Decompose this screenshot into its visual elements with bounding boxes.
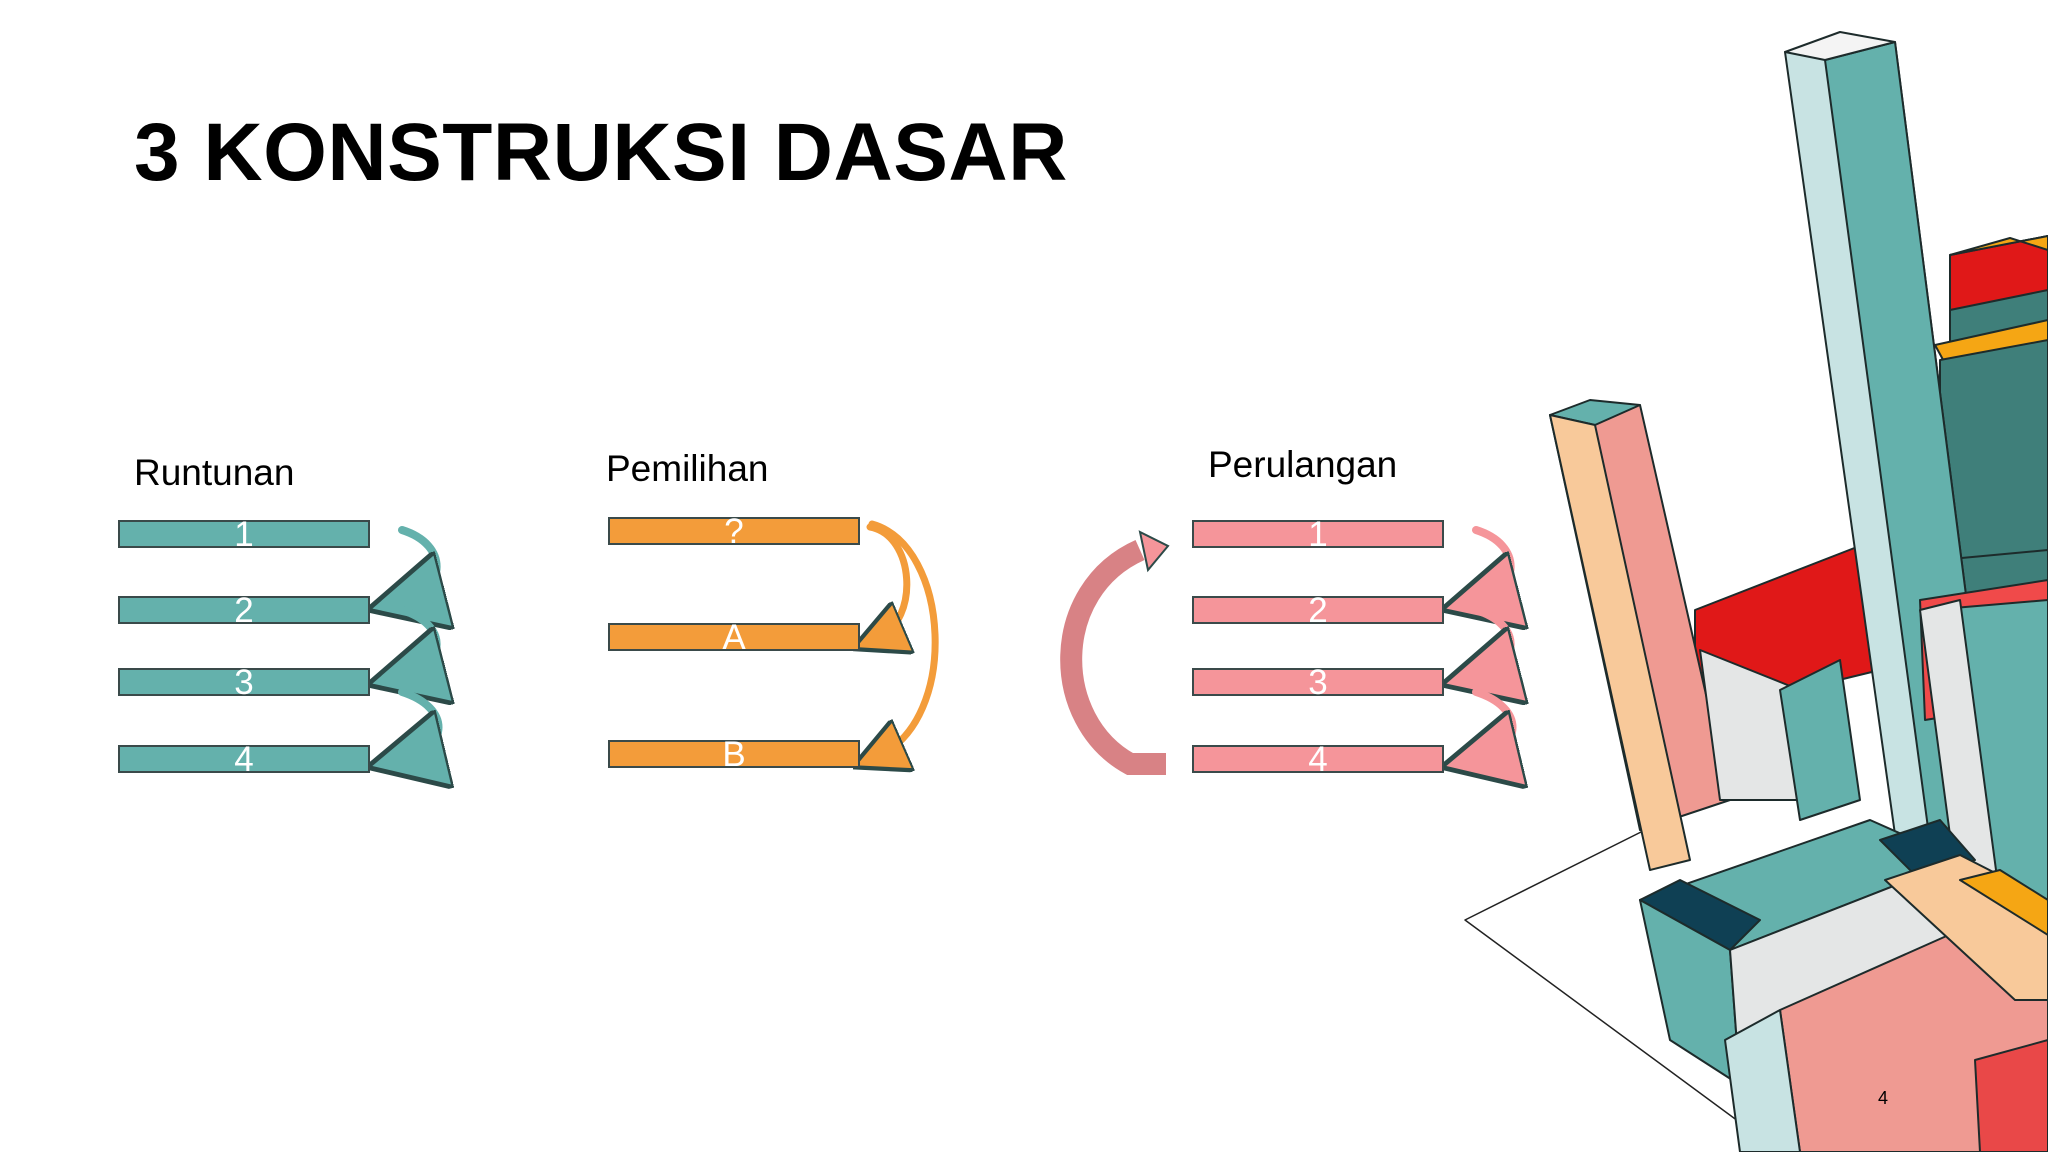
perulangan-step-3: 3 xyxy=(1192,665,1444,700)
pemilihan-heading: Pemilihan xyxy=(606,448,769,489)
perulangan-step-arrow-2 xyxy=(1476,606,1511,675)
slide-title: 3 KONSTRUKSI DASAR xyxy=(134,107,1068,198)
pemilihan-branch-arrow-b xyxy=(872,520,939,756)
perulangan-step-arrow-3 xyxy=(1476,688,1513,758)
pemilihan-option-b: B xyxy=(608,737,860,772)
runtunan-step-arrow-2 xyxy=(402,606,437,675)
runtunan-step-1: 1 xyxy=(118,517,370,552)
perulangan-step-1: 1 xyxy=(1192,517,1444,552)
perulangan-step-arrow-1 xyxy=(1476,526,1511,600)
runtunan-step-arrow-3 xyxy=(402,688,439,758)
perulangan-step-2: 2 xyxy=(1192,593,1444,628)
perulangan-loop-arrow xyxy=(1060,539,1166,775)
runtunan-step-4: 4 xyxy=(118,742,370,777)
page-number: 4 xyxy=(1878,1088,1889,1108)
pemilihan-condition-box: ? xyxy=(608,514,860,549)
perulangan-loop-arrowhead xyxy=(1138,530,1170,573)
pemilihan-option-a: A xyxy=(608,620,860,655)
perulangan-step-4: 4 xyxy=(1192,742,1444,777)
runtunan-step-3: 3 xyxy=(118,665,370,700)
runtunan-step-arrow-1 xyxy=(402,526,437,600)
runtunan-heading: Runtunan xyxy=(134,452,295,493)
runtunan-step-2: 2 xyxy=(118,593,370,628)
pemilihan-branch-arrow-a xyxy=(870,523,907,638)
perulangan-heading: Perulangan xyxy=(1208,444,1398,485)
